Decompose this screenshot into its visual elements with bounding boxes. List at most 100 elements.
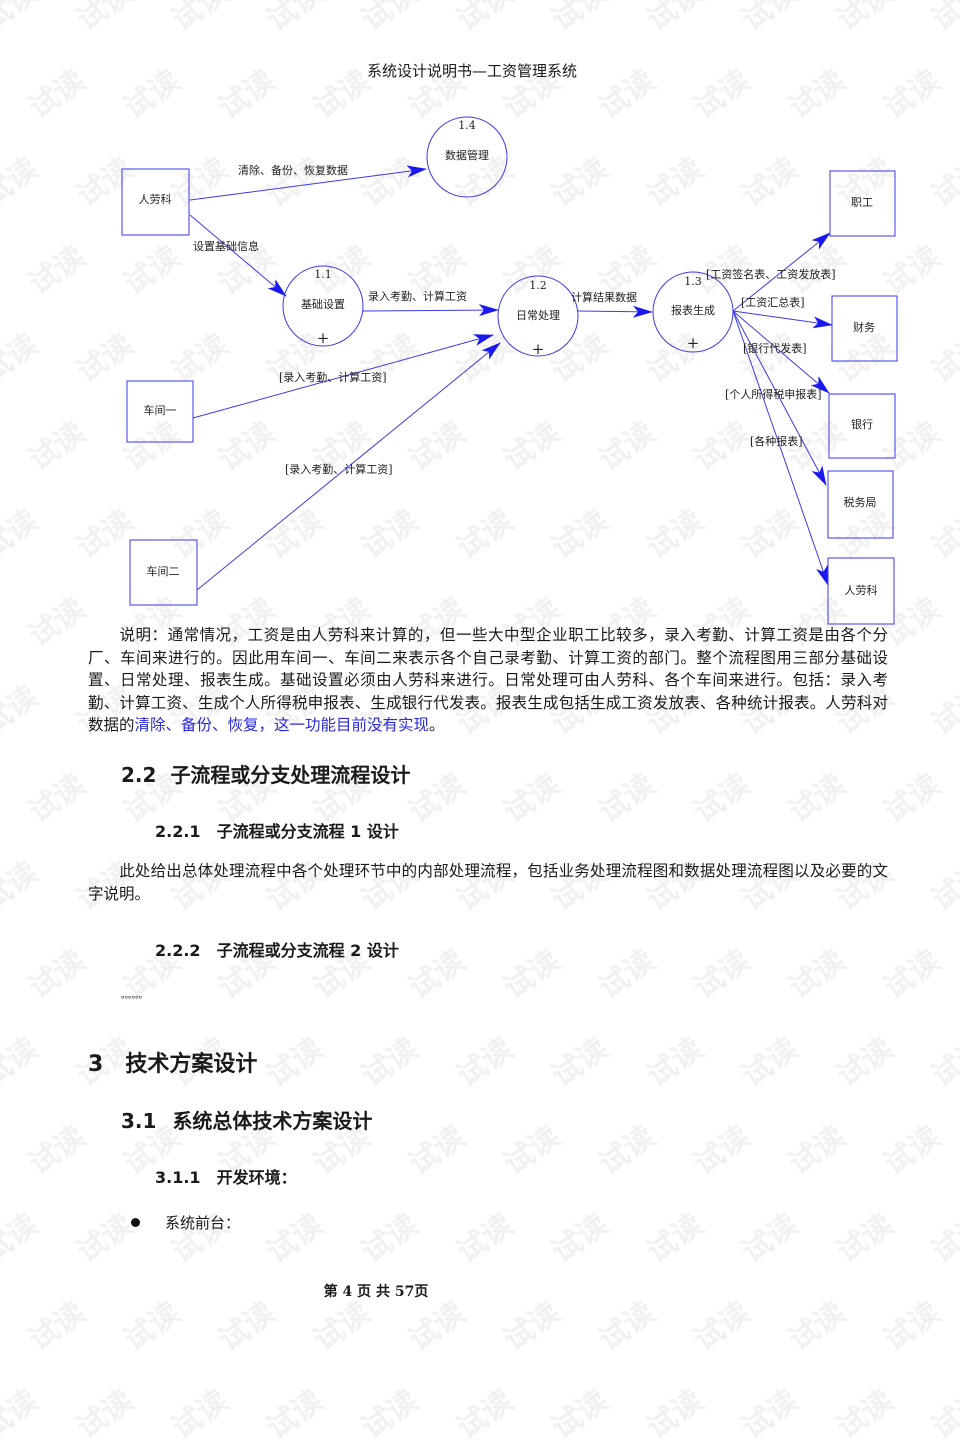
svg-text:+: +: [687, 334, 700, 352]
watermark-text: 试读: [165, 1383, 235, 1447]
svg-text:人劳科: 人劳科: [139, 192, 172, 206]
page-footer: 第 4 页 共 57页: [0, 1281, 752, 1301]
watermark-text: 试读: [687, 1119, 757, 1183]
heading-number: 2.2: [121, 763, 157, 787]
footer-prefix: 第: [323, 1284, 338, 1300]
svg-text:设置基础信息: 设置基础信息: [193, 239, 259, 253]
svg-text:日常处理: 日常处理: [516, 309, 560, 322]
footer-middle: 页 共: [357, 1284, 390, 1300]
heading-number: 3: [88, 1052, 104, 1077]
flow-line: [189, 214, 287, 297]
heading-number: 2.2.2: [155, 941, 201, 960]
watermark-text: 试读: [925, 1383, 960, 1447]
heading-number: 3.1: [121, 1109, 157, 1133]
data-flow-diagram: 1.4 数据管理 1.1 基础设置 + 1.2 日常处理 + 1.3 报表生成 …: [121, 116, 898, 625]
svg-text:[银行代发表]: [银行代发表]: [743, 341, 807, 355]
paragraph-text: 此处给出总体处理流程中各个处理环节中的内部处理流程，包括业务处理流程图和数据处理…: [88, 862, 888, 903]
flow-line: [196, 342, 501, 591]
description-highlight: 清除、备份、恢复，这一功能目前没有实现: [134, 716, 430, 734]
watermark-text: 试读: [830, 1383, 900, 1447]
watermark-text: 试读: [22, 767, 92, 831]
entity-chejian-1: [126, 380, 194, 443]
flow-line: [732, 310, 827, 486]
watermark-text: 试读: [355, 1207, 425, 1271]
watermark-text: 试读: [640, 1207, 710, 1271]
watermark-text: 试读: [640, 1031, 710, 1095]
watermark-text: 试读: [925, 0, 960, 39]
svg-text:[个人所得税申报表]: [个人所得税申报表]: [725, 387, 822, 401]
svg-text:1.4: 1.4: [458, 119, 476, 132]
entity-shuiwu: [827, 470, 894, 539]
svg-text:[录入考勤、计算工资]: [录入考勤、计算工资]: [279, 370, 387, 384]
watermark-text: 试读: [402, 1119, 472, 1183]
flow-line: [732, 310, 829, 586]
flow-line: [577, 305, 653, 318]
watermark-text: 试读: [735, 0, 805, 39]
watermark-text: 试读: [545, 1207, 615, 1271]
heading-title: 子流程或分支流程 1 设计: [216, 822, 399, 841]
watermark-text: 试读: [782, 767, 852, 831]
footer-suffix: 页: [414, 1284, 429, 1300]
svg-text:财务: 财务: [853, 320, 875, 334]
heading-number: 2.2.1: [155, 822, 201, 841]
flow-line: [732, 310, 833, 329]
entity-renlao-out: [827, 557, 895, 625]
watermark-text: 试读: [260, 1031, 330, 1095]
heading-title: 子流程或分支流程 2 设计: [216, 941, 399, 960]
section-2-2-1-paragraph: 此处给出总体处理流程中各个处理环节中的内部处理流程，包括业务处理流程图和数据处理…: [88, 860, 888, 905]
svg-text:清除、备份、恢复数据: 清除、备份、恢复数据: [238, 163, 348, 177]
watermark-text: 试读: [545, 1031, 615, 1095]
footer-total-pages: 57: [394, 1284, 415, 1300]
ellipsis-placeholder: 。。。。。。: [121, 991, 148, 1001]
process-1-3: [652, 271, 734, 353]
heading-number: 3.1.1: [155, 1168, 201, 1187]
watermark-text: 试读: [70, 1383, 140, 1447]
entity-zhigong: [829, 170, 896, 237]
svg-text:计算结果数据: 计算结果数据: [571, 290, 637, 304]
watermark-text: 试读: [0, 1031, 45, 1095]
entity-yinhang: [828, 393, 896, 459]
svg-text:+: +: [317, 329, 330, 347]
heading-title: 子流程或分支处理流程设计: [170, 763, 411, 787]
watermark-text: 试读: [592, 1119, 662, 1183]
watermark-text: 试读: [450, 1383, 520, 1447]
entity-renlao: [121, 168, 190, 236]
watermark-text: 试读: [22, 943, 92, 1007]
watermark-text: 试读: [450, 1207, 520, 1271]
svg-text:职工: 职工: [851, 196, 873, 209]
watermark-text: 试读: [735, 1031, 805, 1095]
heading-title: 系统总体技术方案设计: [172, 1109, 373, 1133]
flow-line: [732, 310, 830, 394]
entity-caiwu: [831, 295, 898, 362]
watermark-text: 试读: [830, 0, 900, 39]
description-end: 。: [429, 716, 445, 734]
watermark-text: 试读: [355, 0, 425, 39]
watermark-text: 试读: [782, 1295, 852, 1359]
watermark-text: 试读: [22, 1119, 92, 1183]
svg-text:1.2: 1.2: [529, 279, 547, 292]
watermark-text: 试读: [260, 0, 330, 39]
watermark-text: 试读: [877, 767, 947, 831]
watermark-text: 试读: [545, 0, 615, 39]
watermark-text: 试读: [260, 1207, 330, 1271]
watermark-text: 试读: [0, 1383, 45, 1447]
svg-text:车间二: 车间二: [147, 564, 180, 578]
flow-line: [732, 232, 831, 312]
watermark-text: 试读: [640, 0, 710, 39]
watermark-text: 试读: [925, 679, 960, 743]
watermark-text: 试读: [830, 1031, 900, 1095]
watermark-text: 试读: [260, 1383, 330, 1447]
svg-text:银行: 银行: [851, 417, 873, 431]
svg-text:1.1: 1.1: [314, 268, 332, 281]
watermark-text: 试读: [450, 0, 520, 39]
watermark-text: 试读: [640, 1383, 710, 1447]
svg-text:录入考勤、计算工资: 录入考勤、计算工资: [368, 289, 467, 303]
watermark-text: 试读: [165, 0, 235, 39]
watermark-text: 试读: [735, 1383, 805, 1447]
bullet-text: 系统前台：: [165, 1214, 241, 1232]
watermark-text: 试读: [497, 767, 567, 831]
process-1-4: [426, 116, 508, 198]
watermark-text: 试读: [545, 1383, 615, 1447]
watermark-text: 试读: [925, 1031, 960, 1095]
watermark-text: 试读: [735, 1207, 805, 1271]
